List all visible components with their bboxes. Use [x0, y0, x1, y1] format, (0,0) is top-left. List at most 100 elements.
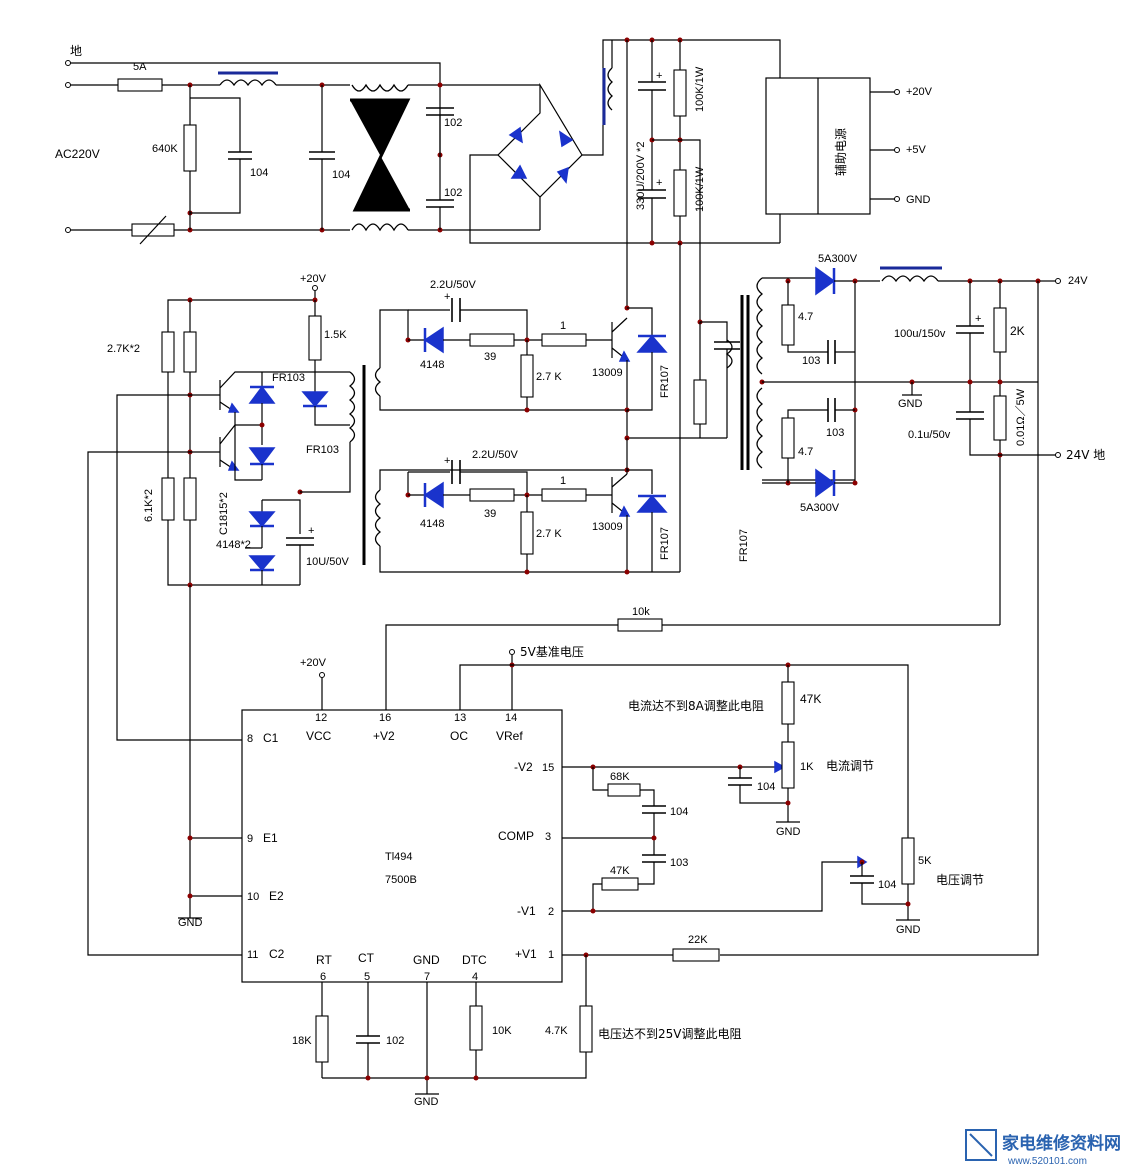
c-104-b-label: 104	[332, 169, 350, 181]
resistor-2-7k-a	[520, 354, 534, 398]
c-103-c-label: 103	[670, 857, 688, 869]
fr107-c-label: FR107	[738, 529, 750, 562]
pin-15-num: 15	[542, 762, 554, 774]
svg-text:+: +	[444, 291, 450, 303]
r-10k-dtc-label: 10K	[492, 1025, 512, 1037]
pin-11-num: 11	[247, 949, 258, 961]
pin-8-num: 8	[247, 733, 253, 745]
d4148-x2-label: 4148*2	[216, 539, 251, 551]
out-24v-gnd-label: 24V 地	[1066, 448, 1105, 462]
ic-name: Tl494	[385, 851, 413, 863]
r-2-7k-a-label: 2.7 K	[536, 371, 562, 383]
r-4-7-a-label: 4.7	[798, 311, 813, 323]
resistor-4-7k	[579, 1005, 593, 1053]
gnd-c-label: GND	[896, 924, 921, 936]
driver-section: +20V 1.5K 2.7K*2 6.1K*2 C1815*2	[107, 273, 382, 588]
r-2k-label: 2K	[1010, 324, 1025, 338]
c1815-x2-label: C1815*2	[218, 492, 230, 535]
pin-6-num: 6	[320, 971, 326, 983]
r-2-7k-b-label: 2.7 K	[536, 528, 562, 540]
d-4148-b-label: 4148	[420, 518, 444, 530]
gnd-a-label: GND	[178, 917, 203, 929]
svg-text:+: +	[308, 525, 314, 537]
pin-7-num: 7	[424, 971, 430, 983]
c-102-b-label: 102	[444, 187, 462, 199]
r-shunt-label: 0.01Ω／5W	[1014, 388, 1027, 446]
power-stage-lower: + 2.2U/50V 4148 39 1 2.7 K 13009 FR107	[379, 438, 680, 575]
auxiliary-power-supply: 辅助电源 +20V +5V GND	[765, 77, 933, 215]
pin-3-name: COMP	[498, 829, 534, 843]
vref-label: 5V基准电压	[520, 645, 584, 659]
ic-code: 7500B	[385, 874, 417, 886]
note-voltage-label: 电压达不到25V调整此电阻	[598, 1026, 741, 1041]
resistor-2-7k-left	[161, 331, 175, 373]
pin-16-name: +V2	[373, 729, 395, 743]
ground-top-label: 地	[70, 44, 82, 58]
watermark-text: 家电维修资料网	[1002, 1133, 1121, 1154]
out-5v-label: +5V	[906, 144, 927, 156]
fuse-label: 5A	[133, 61, 147, 73]
r-4-7-b-label: 4.7	[798, 446, 813, 458]
c-104-c-label: 104	[757, 781, 775, 793]
resistor-39-b	[469, 488, 515, 502]
d-4148-a-label: 4148	[420, 359, 444, 371]
c-104-a-label: 104	[250, 167, 268, 179]
pin-4-name: DTC	[462, 953, 487, 967]
c-104-d-label: 104	[670, 806, 688, 818]
resistor-1-b	[541, 488, 587, 502]
pin-2-name: -V1	[517, 904, 536, 918]
aux-supply-label: 辅助电源	[834, 128, 848, 176]
pin-1-name: +V1	[515, 947, 537, 961]
pot-5k-label: 5K	[918, 855, 932, 867]
pin-10-name: E2	[269, 889, 284, 903]
resistor-6-1k-right	[183, 477, 197, 521]
r-18k-label: 18K	[292, 1035, 312, 1047]
watermark-url: www.520101.com	[1007, 1156, 1087, 1167]
r-10k-fb-label: 10k	[632, 606, 650, 618]
control-section: 10k +20V 5V基准电压 Tl494 7500B 12 VCC 16 +V…	[87, 394, 1000, 1108]
resistor-22k	[672, 948, 720, 962]
resistor-shunt	[993, 395, 1007, 441]
pin-8-name: C1	[263, 731, 279, 745]
c-102-c-label: 102	[386, 1035, 404, 1047]
resistor-2-7k-right	[183, 331, 197, 373]
out-20v-label: +20V	[906, 86, 933, 98]
pin-6-name: RT	[316, 953, 332, 967]
r-1-b-label: 1	[560, 475, 566, 487]
pin-9-num: 9	[247, 833, 253, 845]
resistor-39-a	[469, 333, 515, 347]
potentiometer-1k[interactable]	[781, 741, 795, 789]
potentiometer-5k[interactable]	[901, 837, 915, 885]
pin-13-num: 13	[454, 712, 466, 724]
pin-1-num: 1	[548, 949, 554, 961]
watermark: 家电维修资料网 www.520101.com	[965, 1129, 1121, 1167]
main-transformer: FR107	[693, 277, 764, 562]
fr103-b-label: FR103	[306, 444, 339, 456]
power-stage-upper: + 2.2U/50V 4148 39 1 2.7 K 13009	[379, 279, 727, 441]
pin-14-num: 14	[505, 712, 517, 724]
fr103-a-label: FR103	[272, 372, 305, 384]
resistor-68k	[607, 783, 641, 797]
input-section: 地 AC220V 5A 640K 104	[55, 44, 540, 245]
resistor-100k-a	[673, 69, 687, 117]
resistor-100k-b	[673, 169, 687, 217]
watermark-logo-icon	[965, 1129, 997, 1161]
c-103-a-label: 103	[802, 355, 820, 367]
resistor-4-7-a	[781, 304, 795, 346]
d-5a300v-b-label: 5A300V	[800, 502, 840, 514]
note-current-label: 电流达不到8A调整此电阻	[628, 698, 764, 713]
gnd-mid-label: GND	[898, 398, 923, 410]
c-2-2u-b-label: 2.2U/50V	[472, 449, 519, 461]
r-68k-label: 68K	[610, 771, 630, 783]
pin-12-num: 12	[315, 712, 327, 724]
r-100k-b-label: 100K/1W	[694, 166, 706, 212]
c-102-a-label: 102	[444, 117, 462, 129]
fuse-5a	[117, 78, 163, 92]
resistor-10k-fb	[617, 618, 663, 632]
c-103-b-label: 103	[826, 427, 844, 439]
resistor-47k-b	[601, 877, 639, 891]
ic-20v-label: +20V	[300, 657, 327, 669]
bulk-capacitors: + + 330U/200V *2 100K/1W 100K/1W	[624, 37, 706, 572]
out-24v-label: 24V	[1068, 275, 1088, 287]
snubber-resistor	[693, 379, 707, 425]
